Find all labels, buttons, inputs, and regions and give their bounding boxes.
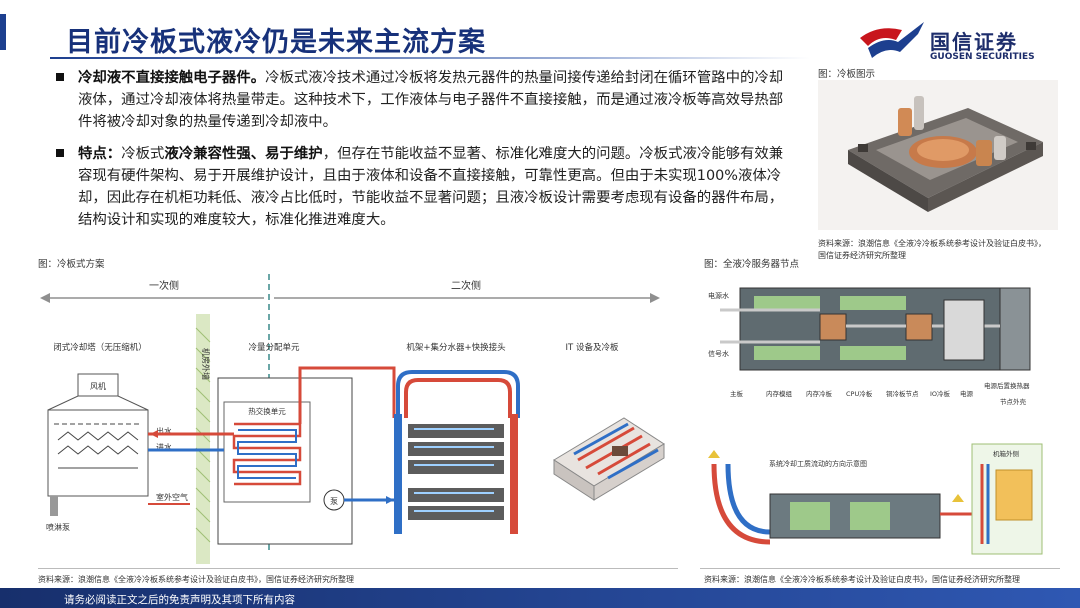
- bullet-1-text: 冷板式液冷技术通过冷板将发热元器件的热量间接传递给封闭在循环管路中的冷却液体，通…: [78, 70, 784, 130]
- label-mainboard: 主板: [730, 389, 744, 398]
- label-flow-title: 系统冷却工质流动的方向示意图: [769, 459, 867, 468]
- label-cabinet-side: 机箱外侧: [993, 449, 1019, 458]
- label-rack: 机架+集分水器+快换接头: [406, 342, 506, 353]
- bullet-coldplate-features: 特点：冷板式液冷兼容性强、易于维护，但存在节能收益不显著、标准化难度大的问题。冷…: [56, 143, 796, 231]
- photo-source-line2: 国信证券经济研究所整理: [818, 251, 906, 260]
- bullet-coldplate-principle: 冷却液不直接接触电子器件。冷板式液冷技术通过冷板将发热元器件的热量间接传递给封闭…: [56, 67, 796, 133]
- bullet-1-bold: 冷却液不直接接触电子器件。: [78, 70, 266, 86]
- server-source: 资料来源：浪潮信息《全液冷冷板系统参考设计及验证白皮书》，国信证券经济研究所整理: [704, 575, 1020, 584]
- coolant-flow-diagram: 系统冷却工质流动的方向示意图 机箱外侧: [700, 424, 1060, 572]
- bullet-2-text: ，但存在节能收益不显著、标准化难度大的问题。冷板式液冷能够有效兼容现有硬件架构、…: [78, 146, 784, 228]
- label-spray-pump: 喷淋泵: [46, 522, 70, 532]
- page-title: 目前冷板式液冷仍是未来主流方案: [66, 27, 486, 58]
- label-cdu: 冷量分配单元: [248, 342, 300, 353]
- label-heat-exchanger: 热交换单元: [248, 406, 286, 416]
- label-water-out: 出水: [156, 426, 172, 436]
- server-caption: 图：全液冷服务器节点: [704, 259, 800, 270]
- label-pump: 泵: [330, 497, 338, 506]
- label-psu-hx: 电源后置换热器: [984, 381, 1030, 390]
- label-power-water: 电源水: [708, 291, 729, 300]
- title-underline: [50, 57, 810, 59]
- room-wall: 机房外墙: [195, 314, 211, 564]
- label-water-in: 进水: [156, 442, 172, 452]
- footer-disclaimer: 请务必阅读正文之后的免责声明及其项下所有内容: [64, 594, 295, 606]
- cdu-unit: 热交换单元 泵: [217, 377, 353, 545]
- label-node-cold: 铜冷板节点: [886, 389, 919, 398]
- label-primary-side: 一次侧: [149, 279, 179, 292]
- rack-manifold: [394, 370, 520, 534]
- diagram-divider: [38, 568, 678, 569]
- label-power: 电源: [960, 389, 974, 398]
- label-io-cold: IO冷板: [930, 389, 951, 398]
- bullet-2-prefix: 冷板式: [121, 146, 165, 162]
- photo-source-line1: 资料来源：浪潮信息《全液冷冷板系统参考设计及验证白皮书》，: [818, 239, 1046, 248]
- logo-text-cn: 国信证券: [930, 30, 1018, 54]
- label-tower: 闭式冷却塔（无压缩机）: [53, 342, 147, 353]
- server-divider: [700, 568, 1060, 569]
- label-cpu-cold: CPU冷板: [846, 389, 873, 398]
- label-memory: 内存模组: [766, 389, 793, 398]
- footer-bar: [0, 588, 1080, 608]
- guosen-logo-icon: [860, 22, 924, 58]
- title-accent-bar: [0, 14, 6, 50]
- label-it-equipment: IT 设备及冷板: [566, 342, 619, 353]
- label-fan: 风机: [90, 381, 106, 391]
- cold-plate-photo: [818, 80, 1058, 230]
- bullet-square-icon: [56, 73, 64, 81]
- label-node-case: 节点外壳: [1000, 397, 1027, 406]
- label-outdoor-air: 室外空气: [156, 492, 188, 502]
- label-signal-water: 信号水: [708, 349, 729, 358]
- diagram-source: 资料来源：浪潮信息《全液冷冷板系统参考设计及验证白皮书》，国信证券经济研究所整理: [38, 575, 354, 584]
- it-equipment-coldplate: [553, 417, 665, 501]
- label-room-wall: 机房外墙: [201, 348, 211, 380]
- label-secondary-side: 二次侧: [451, 279, 481, 292]
- label-memory-cold: 内存冷板: [806, 389, 833, 398]
- cold-plate-scheme-diagram: 一次侧 二次侧 闭式冷却塔（无压缩机） 冷量分配单元 机架+集分水器+快换接头 …: [40, 274, 665, 564]
- diagram-caption: 图：冷板式方案: [38, 259, 105, 270]
- bullet-2-bold: 液冷兼容性强、易于维护: [164, 146, 323, 162]
- bullet-square-icon: [56, 149, 64, 157]
- photo-caption: 图：冷板图示: [818, 69, 876, 80]
- cooling-tower: 风机 喷淋泵 出水 进水 室外空气: [46, 373, 188, 532]
- bullet-2-lead: 特点：: [78, 146, 122, 162]
- logo-text-en: GUOSEN SECURITIES: [930, 52, 1035, 62]
- server-node-top-view: 电源水 信号水 主板 内存模组 内存冷板 CPU冷板 铜冷板节点 IO冷板 电源…: [700, 270, 1060, 412]
